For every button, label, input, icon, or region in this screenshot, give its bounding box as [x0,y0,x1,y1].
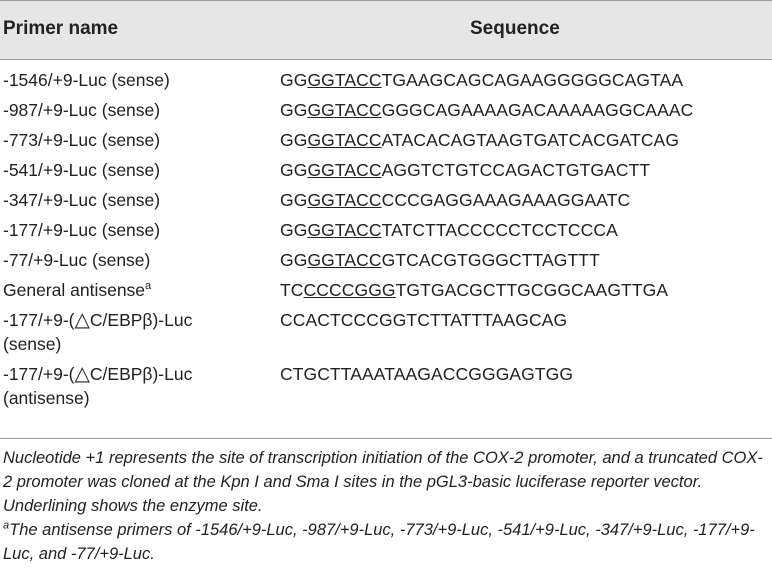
footnote-a: aThe antisense primers of -1546/+9-Luc, … [3,518,769,566]
enzyme-site: GGTACC [307,220,382,240]
sequence-suffix: TGAAGCAGCAGAAGGGGGCAGTAA [381,70,684,90]
primer-name: -177/+9-(△C/EBPβ)-Luc(antisense) [3,363,193,408]
sequence-prefix: GG [280,100,308,120]
enzyme-site: GGTACC [307,250,382,270]
primer-sequence: TCCCCCGGGTGTGACGCTTGCGGCAAGTTGA [280,278,668,302]
primer-name-line2: (sense) [3,334,62,354]
sequence-suffix: GTCACGTGGGCTTAGTTT [381,250,600,270]
column-header-sequence: Sequence [470,18,560,39]
primer-name: -541/+9-Luc (sense) [3,160,161,180]
sequence-suffix: TGTGACGCTTGCGGCAAGTTGA [395,280,669,300]
sequence-suffix: TATCTTACCCCCTCCTCCCA [381,220,618,240]
primer-sequence: GGGGTACCTGAAGCAGCAGAAGGGGGCAGTAA [280,68,683,92]
table-body: -1546/+9-Luc (sense) GGGGTACCTGAAGCAGCAG… [0,66,772,414]
table-footer-divider [0,438,772,439]
primer-name-text: General antisense [3,280,146,300]
enzyme-site: GGTACC [307,190,382,210]
primer-name-prefix: -177/+9-( [3,310,75,330]
primer-sequence: CTGCTTAAATAAGACCGGGAGTGG [280,364,574,384]
sequence-prefix: GG [280,130,308,150]
sequence-prefix: GG [280,70,308,90]
sequence-suffix: GGGCAGAAAAGACAAAAAGGCAAAC [381,100,694,120]
table-row: -77/+9-Luc (sense) GGGGTACCGTCACGTGGGCTT… [0,246,772,276]
primer-sequence: GGGGTACCTATCTTACCCCCTCCTCCCA [280,218,618,242]
enzyme-site: GGTACC [307,160,382,180]
table-row: -1546/+9-Luc (sense) GGGGTACCTGAAGCAGCAG… [0,66,772,96]
footnote-marker: a [145,280,152,293]
footnote-a-text: The antisense primers of -1546/+9-Luc, -… [3,521,755,563]
table-row: -177/+9-(△C/EBPβ)-Luc(sense) CCACTCCCGGT… [0,306,772,360]
sequence-prefix: GG [280,220,308,240]
primer-name: -347/+9-Luc (sense) [3,190,161,210]
table-row: -347/+9-Luc (sense) GGGGTACCCCCGAGGAAAGA… [0,186,772,216]
sequence-prefix: GG [280,160,308,180]
primer-name: -773/+9-Luc (sense) [3,130,161,150]
column-header-primer-name: Primer name [3,18,119,39]
primer-sequence: GGGGTACCAGGTCTGTCCAGACTGTGACTT [280,158,650,182]
primer-name: -177/+9-(△C/EBPβ)-Luc(sense) [3,309,193,354]
primer-sequence: GGGGTACCGGGCAGAAAAGACAAAAAGGCAAAC [280,98,693,122]
primer-sequence: GGGGTACCATACACAGTAAGTGATCACGATCAG [280,128,679,152]
primer-name: General antisensea [3,278,273,302]
primer-sequence: CCACTCCCGGTCTTATTTAAGCAG [280,310,568,330]
sequence-prefix: GG [280,190,308,210]
enzyme-site: CCCCGGG [303,280,396,300]
sequence-prefix: TC [280,280,304,300]
primer-name: -1546/+9-Luc (sense) [3,70,170,90]
sequence-suffix: ATACACAGTAAGTGATCACGATCAG [381,130,680,150]
primer-name-prefix: -177/+9-( [3,364,75,384]
table-header: Primer name Sequence [0,0,772,60]
table-row: -987/+9-Luc (sense) GGGGTACCGGGCAGAAAAGA… [0,96,772,126]
sequence-suffix: AGGTCTGTCCAGACTGTGACTT [381,160,651,180]
primer-name-line2: (antisense) [3,388,90,408]
table-row: -177/+9-(△C/EBPβ)-Luc(antisense) CTGCTTA… [0,360,772,414]
primer-name-middle: C/EBPβ)-Luc [89,364,193,384]
footnote-marker: a [3,519,10,532]
enzyme-site: GGTACC [307,130,382,150]
table-row: -773/+9-Luc (sense) GGGGTACCATACACAGTAAG… [0,126,772,156]
table-footnotes: Nucleotide +1 represents the site of tra… [3,446,769,566]
primer-sequence: GGGGTACCCCCGAGGAAAGAAAGGAATC [280,188,630,212]
sequence-suffix: CCCGAGGAAAGAAAGGAATC [381,190,631,210]
table-row: General antisensea TCCCCCGGGTGTGACGCTTGC… [0,276,772,306]
primer-sequence: GGGGTACCGTCACGTGGGCTTAGTTT [280,248,600,272]
footnote-general: Nucleotide +1 represents the site of tra… [3,449,763,515]
primer-name: -177/+9-Luc (sense) [3,220,161,240]
enzyme-site: GGTACC [307,100,382,120]
primer-name: -77/+9-Luc (sense) [3,250,151,270]
enzyme-site: GGTACC [307,70,382,90]
table-row: -541/+9-Luc (sense) GGGGTACCAGGTCTGTCCAG… [0,156,772,186]
primer-name: -987/+9-Luc (sense) [3,100,161,120]
table-row: -177/+9-Luc (sense) GGGGTACCTATCTTACCCCC… [0,216,772,246]
primer-name-middle: C/EBPβ)-Luc [89,310,193,330]
sequence-prefix: GG [280,250,308,270]
